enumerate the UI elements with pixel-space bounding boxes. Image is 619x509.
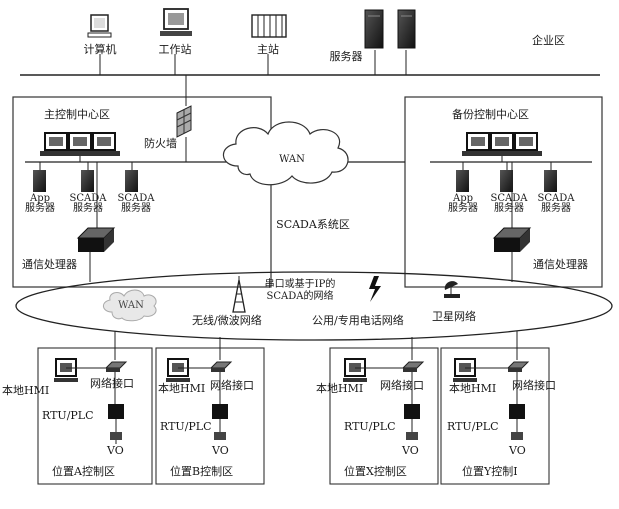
- site-a-rtu-label: RTU/PLC: [42, 409, 94, 422]
- site-y-hmi-label: 本地HMI: [449, 382, 497, 395]
- backup-server-2-line1: SCADA: [490, 193, 528, 204]
- main-comm-label: 通信处理器: [22, 258, 77, 271]
- wan-cloud-label: WAN: [279, 154, 305, 165]
- backup-server-2-icon: [500, 162, 513, 192]
- backup-server-3-line1: SCADA: [537, 193, 575, 204]
- main-server-1-label: App 服务器: [25, 194, 55, 214]
- site-y-rtu-label: RTU/PLC: [447, 420, 499, 433]
- site-b-box: [155, 347, 265, 485]
- backup-server-3-icon: [544, 162, 557, 192]
- radio-tower-icon: [232, 276, 246, 313]
- site-a-hmi-label: 本地HMI: [2, 384, 50, 397]
- enterprise-server-2-icon: [397, 9, 416, 49]
- main-server-2-label: SCADA 服务器: [70, 194, 107, 214]
- computer-icon: [87, 14, 112, 38]
- site-a-vo-label: VO: [107, 444, 124, 457]
- computer-label: 计算机: [83, 43, 117, 56]
- backup-center-title: 备份控制中心区: [452, 108, 529, 121]
- backup-server-1-icon: [456, 162, 469, 192]
- backup-comm-processor-icon: [492, 227, 532, 252]
- enterprise-zone-label: 企业区: [532, 34, 565, 47]
- main-server-3-line1: SCADA: [117, 193, 155, 204]
- site-b-name: 位置B控制区: [170, 465, 234, 478]
- server-label: 服务器: [329, 50, 363, 63]
- site-a-name: 位置A控制区: [52, 465, 115, 478]
- site-x-hmi-label: 本地HMI: [316, 382, 364, 395]
- main-server-3-line2: 服务器: [121, 203, 151, 214]
- master-station-label: 主站: [257, 43, 279, 56]
- scada-zone-label: SCADA系统区: [276, 218, 350, 231]
- backup-center-box: [404, 96, 603, 288]
- main-server-2-line2: 服务器: [73, 203, 103, 214]
- site-x-net-label: 网络接口: [380, 379, 424, 392]
- site-x-box: [329, 347, 439, 485]
- main-comm-processor-icon: [76, 227, 116, 252]
- site-x-internals: [343, 358, 425, 440]
- scada-network-ellipse: [15, 271, 613, 341]
- main-center-box: [12, 96, 272, 288]
- backup-server-3-line2: 服务器: [541, 203, 571, 214]
- main-server-2-line1: SCADA: [69, 193, 107, 204]
- site-a-net-label: 网络接口: [90, 377, 134, 390]
- wan-cloud-icon: [222, 121, 349, 186]
- site-x-name: 位置X控制区: [344, 465, 407, 478]
- small-wan-label: WAN: [118, 300, 144, 311]
- enterprise-server-1-icon: [364, 9, 384, 49]
- backup-server-2-line2: 服务器: [494, 203, 524, 214]
- site-b-vo-label: VO: [212, 444, 229, 457]
- site-y-name: 位置Y控制I: [462, 465, 518, 478]
- workstation-label: 工作站: [158, 43, 192, 56]
- backup-console-monitors-icon: [462, 132, 542, 156]
- site-x-rtu-label: RTU/PLC: [344, 420, 396, 433]
- site-a-internals: [54, 358, 128, 444]
- backup-server-1-label: App 服务器: [448, 194, 478, 214]
- main-server-1-line2: 服务器: [25, 203, 55, 214]
- workstation-icon: [160, 8, 192, 36]
- site-y-vo-label: VO: [509, 444, 526, 457]
- main-server-3-icon: [125, 162, 138, 192]
- main-server-2-icon: [81, 162, 94, 192]
- site-b-rtu-label: RTU/PLC: [160, 420, 212, 433]
- firewall-icon: [176, 105, 192, 138]
- phone-network-label: 公用/专用电话网络: [312, 314, 404, 327]
- backup-server-2-label: SCADA 服务器: [491, 194, 528, 214]
- site-b-internals: [166, 358, 233, 440]
- site-b-hmi-label: 本地HMI: [158, 382, 206, 395]
- backup-server-3-label: SCADA 服务器: [538, 194, 575, 214]
- site-y-net-label: 网络接口: [512, 379, 556, 392]
- site-b-net-label: 网络接口: [210, 379, 254, 392]
- site-y-box: [440, 347, 550, 485]
- satellite-dish-icon: [444, 281, 460, 298]
- wireless-network-label: 无线/微波网络: [192, 314, 262, 327]
- network-title-line1: 串口或基于IP的: [264, 279, 336, 290]
- main-console-monitors-icon: [40, 132, 120, 156]
- site-x-vo-label: VO: [402, 444, 419, 457]
- network-title-line2: SCADA的网络: [266, 291, 334, 302]
- main-server-3-label: SCADA 服务器: [118, 194, 155, 214]
- backup-comm-label: 通信处理器: [533, 258, 588, 271]
- site-a-box: [37, 347, 153, 485]
- site-y-internals: [453, 358, 530, 440]
- backup-server-1-line1: App: [452, 193, 474, 204]
- satellite-network-label: 卫星网络: [432, 310, 476, 323]
- master-station-icon: [251, 14, 287, 38]
- backup-server-1-line2: 服务器: [448, 203, 478, 214]
- main-server-1-icon: [33, 162, 46, 192]
- main-center-title: 主控制中心区: [44, 108, 110, 121]
- main-server-1-line1: App: [29, 193, 51, 204]
- firewall-label: 防火墙: [144, 137, 177, 150]
- lightning-icon: [369, 276, 381, 302]
- small-wan-cloud-icon: [103, 289, 157, 322]
